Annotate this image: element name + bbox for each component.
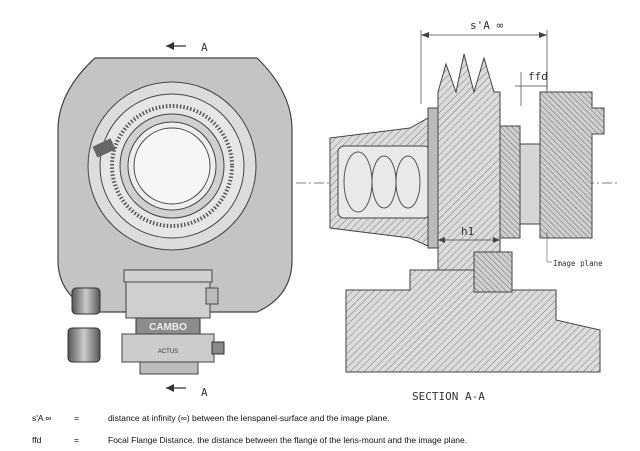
section-marker-bottom: A: [201, 386, 208, 399]
knob-small-right: [211, 341, 225, 355]
knob-right: [205, 287, 219, 305]
legend-eq-ffd: =: [74, 435, 79, 445]
rail-base: [345, 269, 601, 373]
legend-key-ffd: ffd: [32, 435, 42, 445]
rear-frame: [499, 125, 521, 239]
section-view: s'A ∞ ffd h1 Image plane SECTION A-A: [329, 19, 605, 400]
ffd-label: ffd: [528, 70, 548, 83]
legend-desc-ffd: Focal Flange Distance. the distance betw…: [108, 435, 468, 445]
brand-label: CAMBO: [149, 322, 187, 333]
technical-drawing: A CAMBO ACTUS A: [57, 19, 618, 400]
lens-elements: [337, 145, 431, 219]
image-plane-label: Image plane: [553, 259, 603, 268]
section-title: SECTION A-A: [412, 390, 485, 400]
camera-back: [539, 91, 605, 239]
legend-eq-sA: =: [74, 413, 79, 423]
front-view: A CAMBO ACTUS A: [57, 41, 293, 399]
knob-upper-left: [71, 287, 101, 315]
knob-lower-left: [67, 327, 101, 363]
plate-label: ACTUS: [158, 349, 178, 355]
section-marker-top: A: [201, 41, 208, 54]
legend-key-sA: s'A ∞: [32, 413, 52, 423]
legend-desc-sA: distance at infinity (∞) between the len…: [108, 413, 390, 423]
h1-label: h1: [461, 225, 474, 238]
stand-column: [123, 269, 213, 283]
sA-label: s'A ∞: [470, 19, 503, 32]
shutter-lever: [92, 138, 116, 158]
